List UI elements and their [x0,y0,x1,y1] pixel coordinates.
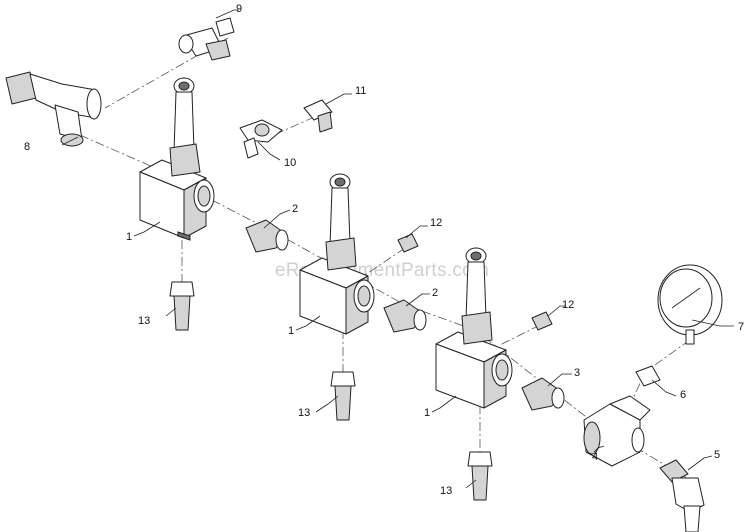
part-2-hex-nipple-a [245,219,289,253]
callout-12-lower: 12 [562,299,574,311]
callout-1-right: 1 [424,407,430,419]
valve-body-1c [435,331,513,409]
callout-12-top: 12 [430,217,442,229]
callout-8: 8 [24,141,30,153]
part-5-barb-elbow [659,459,705,532]
callout-13-right: 13 [440,485,452,497]
callout-2-top: 2 [292,203,298,215]
callout-2-lower: 2 [432,287,438,299]
part-2-hex-nipple-b [383,299,427,333]
valve-body-1b [299,257,375,335]
part-3-hex-reducer [521,377,565,411]
part-12-hex-adapter-b [531,311,553,331]
leader-lines [61,9,734,489]
valve-handle-1c [461,247,493,345]
callout-1-middle: 1 [288,325,294,337]
part-13-barb-c [467,451,493,501]
callout-4: 4 [592,451,598,463]
valve-handle-1a [169,77,201,177]
callout-labels: 9 8 11 10 1 2 12 13 1 2 12 13 1 3 7 6 13… [24,3,744,497]
callout-5: 5 [714,449,720,461]
part-6-bushing [635,365,661,387]
part-8-elbow-nut [5,71,102,147]
callout-7: 7 [738,321,744,333]
part-13-barb-a [169,281,195,331]
part-11-barb-elbow [303,99,333,133]
callout-1-top: 1 [126,231,132,243]
part-12-hex-adapter-a [397,233,419,253]
callout-6: 6 [680,389,686,401]
valve-handle-1b [325,173,357,271]
callout-11: 11 [355,85,366,97]
part-13-barb-b [330,371,356,421]
part-10-wing-cap [239,119,283,159]
callout-13-middle: 13 [298,407,310,419]
part-7-pressure-gauge [657,264,723,345]
part-4-tee [583,395,651,467]
part-9-elbow [178,17,235,61]
callout-9: 9 [236,3,242,15]
callout-10: 10 [284,157,296,169]
callout-13-left: 13 [138,315,150,327]
callout-3: 3 [574,367,580,379]
